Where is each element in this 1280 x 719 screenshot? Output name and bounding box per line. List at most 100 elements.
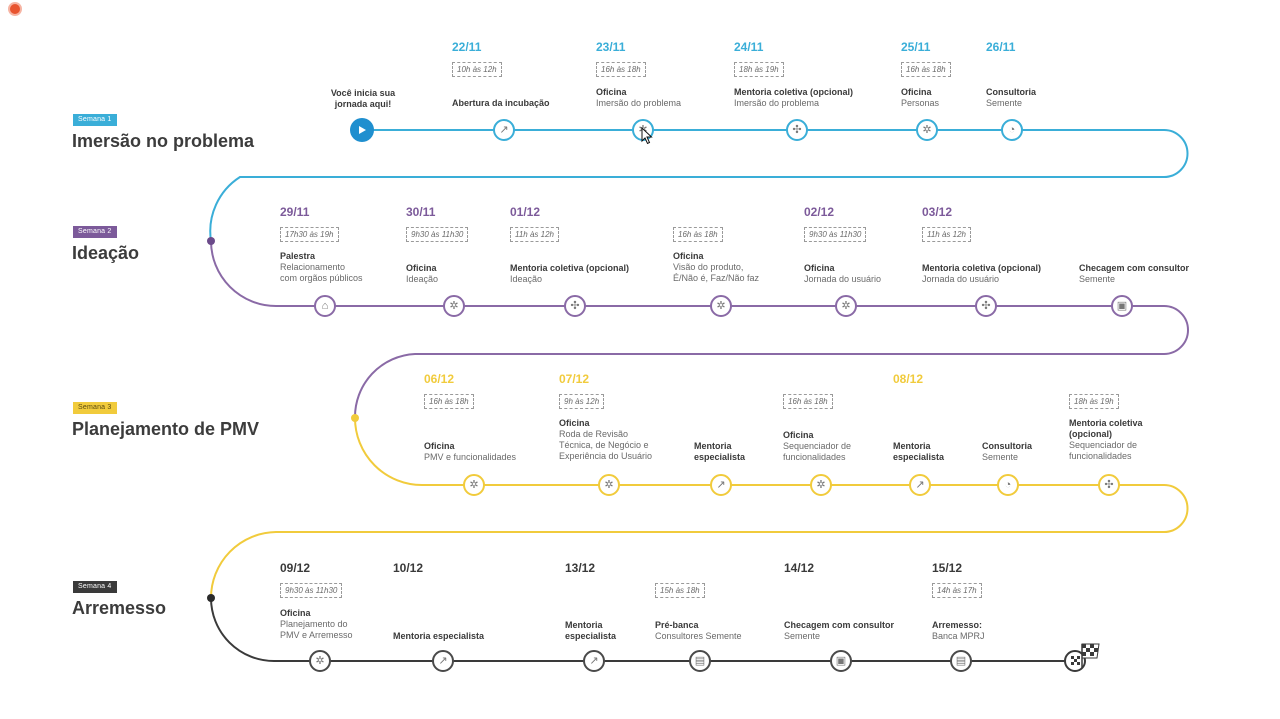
date: 30/11	[406, 205, 436, 219]
gear-icon[interactable]: ✲	[598, 474, 620, 496]
date: 25/11	[901, 40, 931, 54]
gear-icon[interactable]: ✲	[710, 295, 732, 317]
event-label: Mentoria coletiva(opcional)Sequenciador …	[1069, 418, 1143, 461]
date: 08/12	[893, 372, 924, 386]
time-label: 16h às 18h	[673, 227, 723, 242]
date: 13/12	[565, 561, 596, 575]
time-label: 16h às 18h	[596, 62, 646, 77]
time-label: 15h às 18h	[655, 583, 705, 598]
time-label: 14h às 17h	[932, 583, 982, 598]
week-3-badge: Semana 3	[73, 402, 117, 414]
presenter-icon[interactable]: ▤	[950, 650, 972, 672]
intro-text: Você inicia sua jornada aqui!	[330, 88, 396, 109]
date: 02/12	[804, 205, 835, 219]
time-label: 9h30 às 11h30	[804, 227, 867, 242]
time-label: 17h30 às 19h	[280, 227, 339, 242]
week-4-badge: Semana 4	[73, 581, 117, 593]
week-3-title: Planejamento de PMV	[72, 419, 260, 439]
rocket-icon[interactable]: ↗	[493, 119, 515, 141]
date: 29/11	[280, 205, 310, 219]
gear-icon[interactable]: ✲	[835, 295, 857, 317]
record-indicator-icon	[8, 2, 22, 16]
event-label: Mentoria coletiva (opcional)Ideação	[510, 263, 630, 284]
event-label: Arremesso:Banca MPRJ	[932, 620, 985, 641]
week4-start-dot	[207, 594, 215, 602]
time-label: 9h30 às 11h30	[280, 583, 343, 598]
gear-icon[interactable]: ✲	[810, 474, 832, 496]
building-icon[interactable]: ⌂	[314, 295, 336, 317]
week-1-title: Imersão no problema	[72, 131, 255, 151]
finish-flag-icon[interactable]	[1064, 650, 1086, 672]
time-label: 16h às 18h	[424, 394, 474, 409]
event-label: Mentoria coletiva (opcional)Jornada do u…	[922, 263, 1042, 284]
date: 07/12	[559, 372, 590, 386]
event-label: Abertura da incubação	[452, 98, 550, 108]
chart-icon[interactable]: ↗	[710, 474, 732, 496]
time-label: 9h30 às 11h30	[406, 227, 469, 242]
gear-icon[interactable]: ✲	[463, 474, 485, 496]
date: 10/12	[393, 561, 424, 575]
time-label: 16h às 18h	[783, 394, 833, 409]
gear-icon[interactable]: ✲	[443, 295, 465, 317]
week-2-title: Ideação	[72, 243, 140, 263]
time-label: 10h às 12h	[452, 62, 502, 77]
event-label: Mentoria especialista	[393, 631, 485, 641]
event-label: Mentoria coletiva (opcional)Imersão do p…	[734, 87, 854, 108]
chat-icon[interactable]: ◔	[997, 474, 1019, 496]
screen-icon[interactable]: ▣	[830, 650, 852, 672]
date: 01/12	[510, 205, 541, 219]
mouse-cursor-icon	[641, 127, 653, 145]
people-icon[interactable]: ✣	[786, 119, 808, 141]
time-label: 11h às 12h	[510, 227, 559, 242]
week-2-badge: Semana 2	[73, 226, 117, 238]
gear-icon[interactable]: ✲	[309, 650, 331, 672]
week3-start-dot	[351, 414, 359, 422]
date: 26/11	[986, 40, 1016, 54]
time-label: 16h às 18h	[901, 62, 951, 77]
gear-icon[interactable]: ✲	[916, 119, 938, 141]
chart-icon[interactable]: ↗	[583, 650, 605, 672]
chat-icon[interactable]: ◔	[1001, 119, 1023, 141]
people-icon[interactable]: ✣	[1098, 474, 1120, 496]
start-play-button[interactable]	[350, 118, 374, 142]
screen-icon[interactable]: ▣	[1111, 295, 1133, 317]
chart-icon[interactable]: ↗	[909, 474, 931, 496]
date: 23/11	[596, 40, 626, 54]
date: 24/11	[734, 40, 764, 54]
time-label: 18h às 19h	[1069, 394, 1119, 409]
time-label: 18h às 19h	[734, 62, 784, 77]
date: 06/12	[424, 372, 455, 386]
date: 03/12	[922, 205, 953, 219]
date: 09/12	[280, 561, 311, 575]
presenter-icon[interactable]: ▤	[689, 650, 711, 672]
week-1-badge: Semana 1	[73, 114, 117, 126]
date: 14/12	[784, 561, 815, 575]
play-icon	[359, 126, 366, 134]
time-label: 11h às 12h	[922, 227, 971, 242]
people-icon[interactable]: ✣	[975, 295, 997, 317]
checkered-flag-decoration-icon	[1081, 643, 1100, 668]
date: 15/12	[932, 561, 963, 575]
chart-icon[interactable]: ↗	[432, 650, 454, 672]
checkered-flag-icon	[1071, 656, 1080, 665]
people-icon[interactable]: ✣	[564, 295, 586, 317]
week-4-title: Arremesso	[72, 598, 167, 618]
